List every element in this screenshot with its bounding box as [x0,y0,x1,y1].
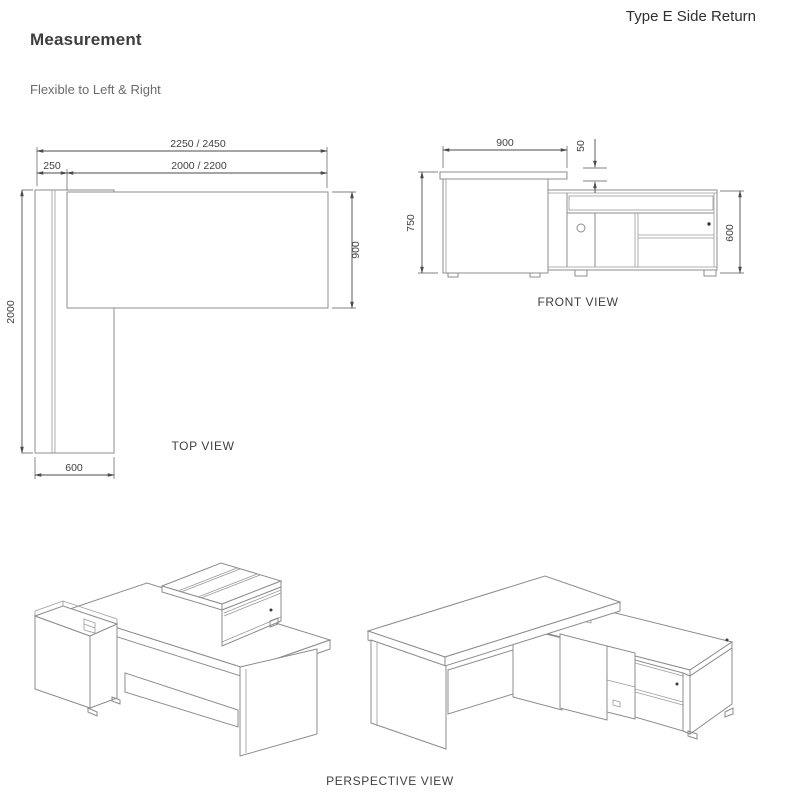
page-subtitle: Flexible to Left & Right [30,82,161,97]
pr-sliding-door [559,633,608,721]
pr-open-bay [606,645,636,720]
cabinet-foot [703,269,717,277]
front-view-desktop [439,171,568,180]
pl-foot [269,617,279,628]
top-view-drawing: 2250 / 2450 250 2000 / 2200 900 2000 600… [5,138,362,479]
door-handle [576,223,586,233]
dim-total-width: 2250 / 2450 [170,138,226,150]
cabinet-foot [574,269,588,277]
top-view-dimensions: 2250 / 2450 250 2000 / 2200 900 2000 600 [5,138,362,479]
front-view-open-shelf [568,195,714,211]
dim-fv-desk-height: 750 [405,214,417,232]
pr-modesty-panel [447,649,514,715]
front-view-cabinet [547,189,718,277]
dim-return-length: 2000 [5,300,17,324]
dim-return-depth: 600 [65,462,83,474]
perspective-left-drawing [33,562,332,757]
pl-right-gable [239,648,318,757]
pr-corner-dot [725,638,729,642]
perspective-right-drawing [366,575,734,750]
pr-foot [687,730,698,740]
dim-side-offset: 250 [43,160,61,172]
pl-lock-dot [269,608,273,612]
dim-fv-cabinet-height: 600 [724,224,736,242]
pl-return-far-end [160,562,283,647]
front-view-dimensions: 900 50 750 600 [405,137,744,274]
top-view-return-panel-lines [51,190,56,453]
pl-foot [87,707,98,717]
pr-lock-dot [675,682,679,686]
pr-drawer-divider [634,662,684,706]
perspective-view-label: PERSPECTIVE VIEW [326,774,454,788]
pl-foot [111,696,121,705]
dim-fv-top-gap: 50 [575,140,587,152]
top-view-desk-outline [66,191,329,309]
drawer-divider [638,234,714,239]
type-label: Type E Side Return [625,8,756,25]
dim-fv-desk-width: 900 [496,137,514,149]
pl-modesty-panel [124,672,239,728]
front-view-desk-foot [447,272,459,278]
front-view-drawing: 900 50 750 600 FRONT VIEW [405,137,744,309]
top-view-label: TOP VIEW [171,439,234,453]
page-title: Measurement [30,30,142,49]
pr-cabinet-front [512,625,734,740]
pl-cable-grommet [83,618,96,634]
top-view-return-outline [34,189,115,454]
pl-return-pedestal [33,600,121,717]
front-view-label: FRONT VIEW [537,295,618,309]
front-view-desk-foot [529,272,541,278]
dim-desk-depth: 900 [350,241,362,259]
pr-left-gable [370,639,447,750]
front-view-desk-body [442,178,549,274]
lock-dot [707,222,711,226]
dim-desk-width: 2000 / 2200 [171,160,227,172]
pr-foot [724,707,734,718]
